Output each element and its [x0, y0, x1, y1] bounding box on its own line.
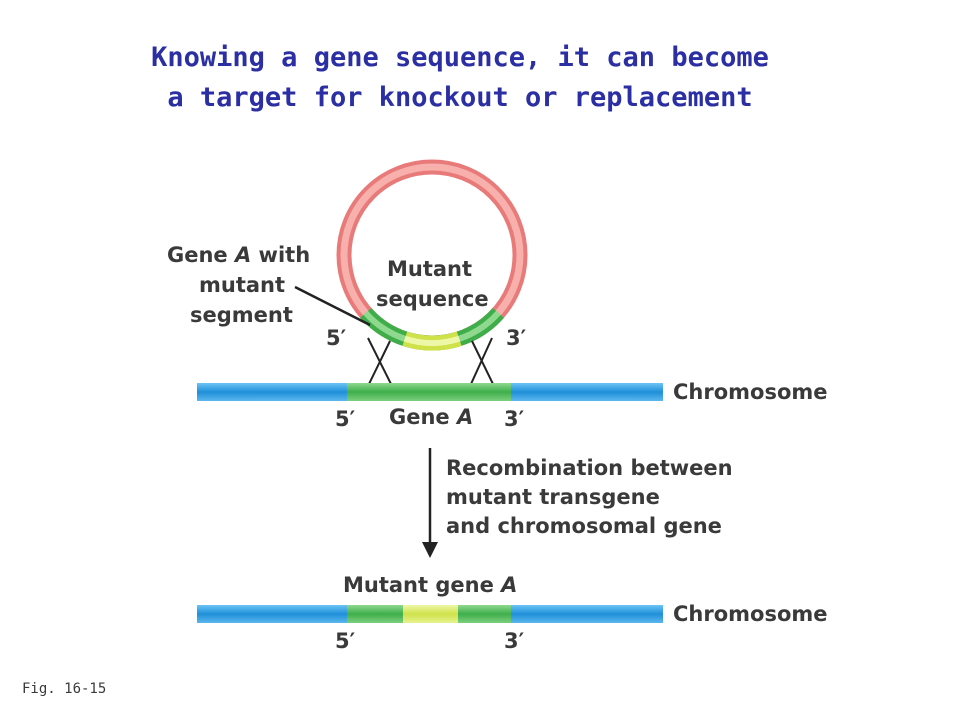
label-recomb-1: Recombination between — [446, 456, 733, 480]
chromosome-top — [197, 383, 663, 401]
label-mutant-seq-1: Mutant — [387, 257, 472, 281]
chromosome-bottom-mutant — [403, 605, 458, 623]
label-top-3prime: 3′ — [504, 407, 525, 431]
crossover-left-b — [368, 340, 391, 385]
chromosome-top-right — [511, 383, 663, 401]
label-bottom-5prime: 5′ — [335, 629, 356, 653]
label-recomb-2: mutant transgene — [446, 485, 660, 509]
label-pointer — [294, 285, 371, 327]
label-mutant: mutant — [199, 273, 285, 297]
label-gene-a-with: Gene A with — [167, 243, 310, 267]
title-line-2: a target for knockout or replacement — [167, 82, 753, 113]
chromosome-bottom — [197, 605, 663, 623]
chromosome-bottom-left — [197, 605, 347, 623]
page-title: Knowing a gene sequence, it can become a… — [0, 38, 920, 118]
crossover-right-a — [471, 340, 494, 385]
label-mutant-seq-2: sequence — [376, 287, 489, 311]
label-segment: segment — [190, 303, 293, 327]
chromosome-bottom-gene-left — [347, 605, 403, 623]
plasmid-mutant-highlight — [403, 335, 461, 347]
crossover-right-b — [470, 337, 493, 385]
label-chromosome-bottom: Chromosome — [673, 602, 828, 626]
label-mutant-gene-a: Mutant gene A — [343, 573, 517, 597]
chromosome-top-left — [197, 383, 347, 401]
label-plasmid-5prime: 5′ — [326, 326, 347, 350]
chromosome-bottom-right — [511, 605, 663, 623]
arrow-head — [422, 542, 438, 558]
recombination-arrow — [422, 448, 438, 558]
label-bottom-3prime: 3′ — [504, 629, 525, 653]
chromosome-bottom-gene-right — [458, 605, 511, 623]
crossover-lines — [367, 337, 494, 385]
chromosome-top-gene — [347, 383, 511, 401]
label-plasmid-3prime: 3′ — [506, 326, 527, 350]
label-recomb-3: and chromosomal gene — [446, 514, 722, 538]
figure-label: Fig. 16-15 — [22, 681, 107, 697]
label-chromosome-top: Chromosome — [673, 380, 828, 404]
title-line-1: Knowing a gene sequence, it can become — [151, 42, 769, 73]
label-top-5prime: 5′ — [335, 407, 356, 431]
plasmid — [336, 159, 528, 351]
label-top-gene-a: Gene A — [389, 405, 473, 429]
